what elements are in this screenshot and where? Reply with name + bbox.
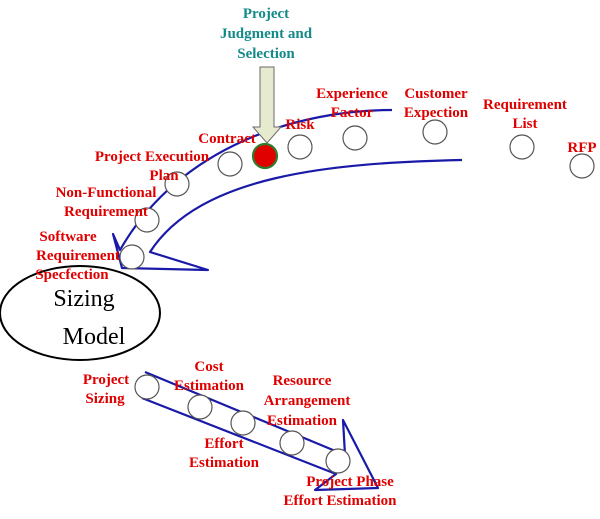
- label-phase-effort-1: Project Phase: [306, 474, 394, 490]
- label-cost-1: Cost: [194, 359, 223, 375]
- label-execution-plan-1: Project Execution: [95, 149, 210, 165]
- node-execution-plan: [164, 171, 190, 197]
- header-line2: Judgment and: [220, 26, 313, 42]
- pointer-arrow: [251, 66, 283, 144]
- sizing-model-ellipse: [0, 265, 161, 361]
- label-contract: Contract: [198, 131, 255, 147]
- node-customer: [422, 119, 448, 145]
- label-resource-1: Resource: [273, 373, 332, 389]
- label-software-3: Specfection: [35, 267, 109, 283]
- label-non-functional-2: Requirement: [64, 204, 148, 220]
- label-customer-1: Customer: [404, 86, 468, 102]
- node-experience: [342, 125, 368, 151]
- label-requirement-list-2: List: [512, 116, 537, 132]
- header-line3: Selection: [237, 46, 295, 62]
- node-non-functional: [134, 207, 160, 233]
- node-effort: [230, 410, 256, 436]
- node-rfp: [569, 153, 595, 179]
- node-contract: [217, 151, 243, 177]
- model-line2: Model: [63, 324, 126, 350]
- label-experience-2: Factor: [331, 105, 374, 121]
- label-risk: Risk: [285, 117, 315, 133]
- label-requirement-list-1: Requirement: [483, 97, 567, 113]
- header-line1: Project: [243, 6, 289, 22]
- input-flow-arrow: [111, 108, 463, 272]
- node-risk: [287, 134, 313, 160]
- label-phase-effort-2: Effort Estimation: [284, 493, 398, 509]
- node-software-requirement: [119, 244, 145, 270]
- node-project-sizing: [134, 374, 160, 400]
- node-phase-effort: [325, 448, 351, 474]
- node-requirement-list: [509, 134, 535, 160]
- node-selected: [251, 142, 279, 170]
- label-software-1: Software: [39, 229, 97, 245]
- label-non-functional-1: Non-Functional: [56, 185, 157, 201]
- model-line1: Sizing: [53, 286, 114, 312]
- label-cost-2: Estimation: [174, 378, 245, 394]
- node-resource: [279, 430, 305, 456]
- label-resource-3: Estimation: [267, 413, 338, 429]
- label-resource-2: Arrangement: [264, 393, 351, 409]
- label-execution-plan-2: Plan: [149, 168, 179, 184]
- label-rfp: RFP: [567, 140, 596, 156]
- node-cost: [187, 394, 213, 420]
- label-customer-2: Expection: [404, 105, 469, 121]
- label-experience-1: Experience: [316, 86, 388, 102]
- label-project-sizing-2: Sizing: [85, 391, 125, 407]
- label-software-2: Requirement: [36, 248, 120, 264]
- label-effort-2: Estimation: [189, 455, 260, 471]
- label-project-sizing-1: Project: [83, 372, 129, 388]
- label-effort-1: Effort: [204, 436, 243, 452]
